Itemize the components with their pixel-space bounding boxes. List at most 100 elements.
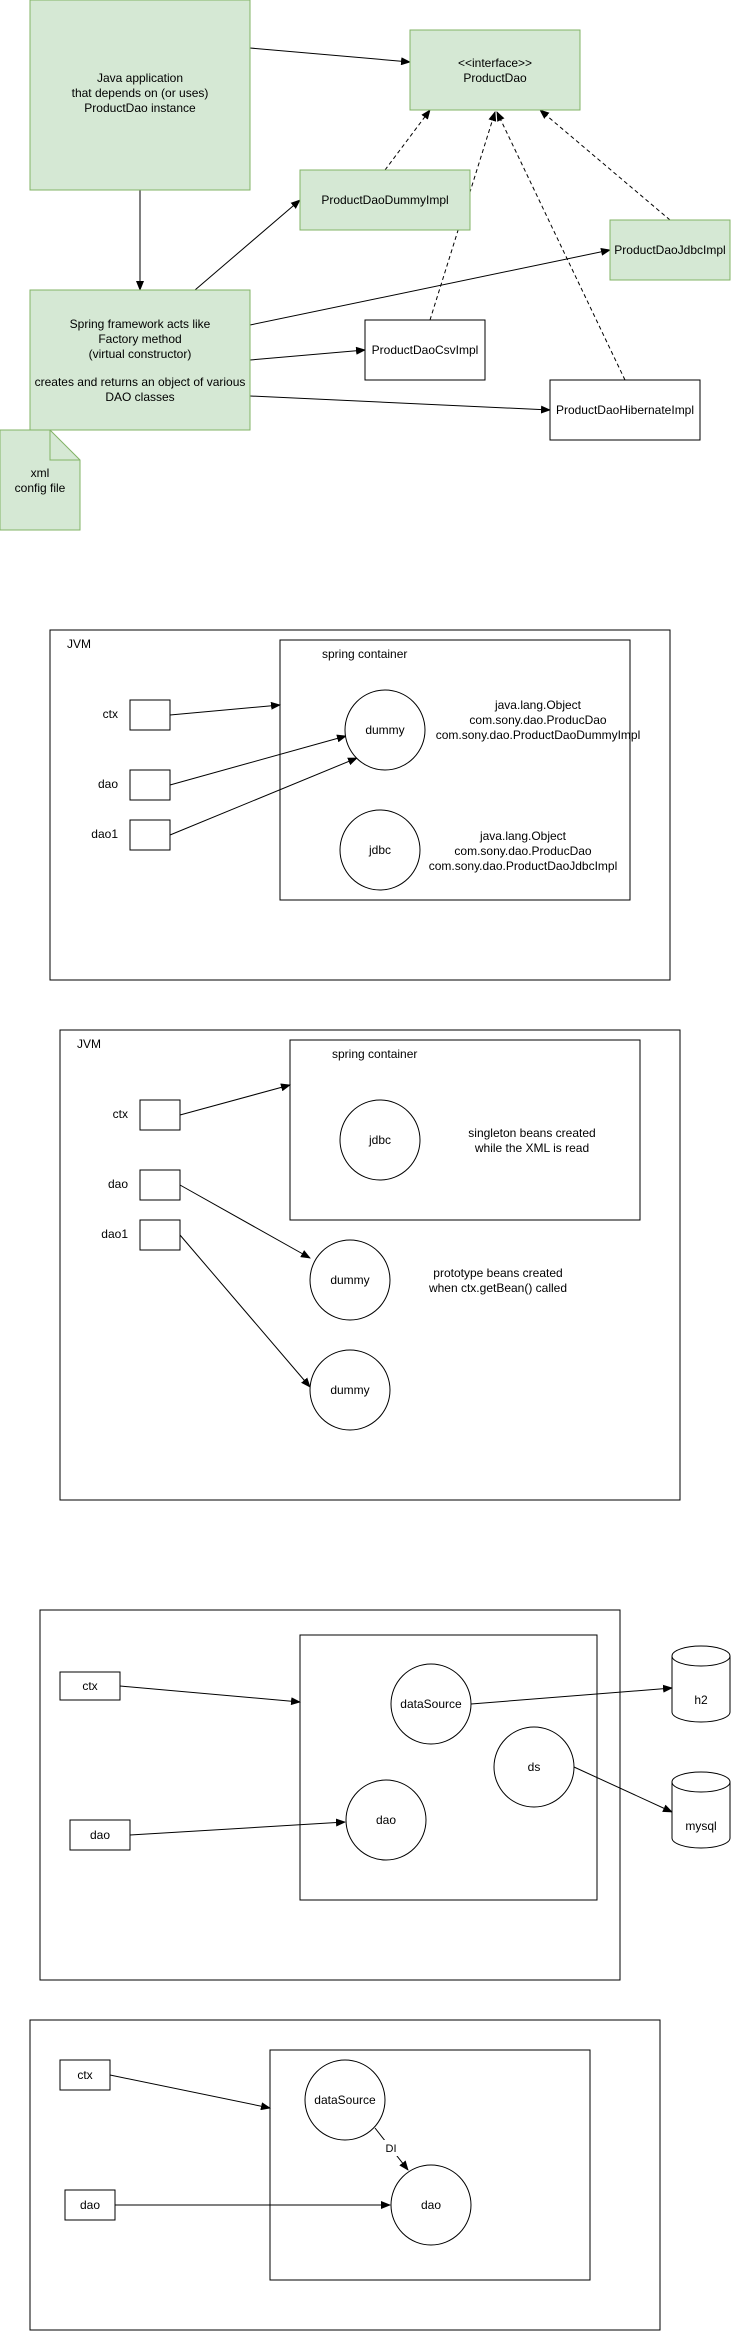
dao-bean-4 (345, 1779, 427, 1861)
spring-line-1: Spring framework acts like (70, 317, 211, 331)
dummy-prototype-bean-2 (309, 1349, 391, 1431)
spring-line-3: (virtual constructor) (89, 347, 192, 361)
dummy-impl-box (299, 169, 471, 231)
jdbc-impl-box (609, 219, 731, 281)
singleton-note-2: while the XML is read (474, 1141, 589, 1155)
dummy-prototype-label-2: dummy (330, 1383, 369, 1397)
dao1-ref-box (129, 819, 171, 851)
dummy-type-3: com.sony.dao.ProductDaoDummyImpl (436, 728, 641, 742)
dependency-injection-diagram: ctx dao dataSource dao DI (29, 2019, 661, 2331)
jdbc-type-3: com.sony.dao.ProductDaoJdbcImpl (429, 859, 618, 873)
xml-note-line-1: xml (31, 466, 50, 480)
arrow-dao-to-dao-bean-4 (129, 1818, 346, 1836)
dao-ref-box-2 (139, 1169, 181, 1201)
jvm-container-diagram: JVM spring container ctx dao dao1 dummy … (49, 629, 671, 981)
spring-line-2: Factory method (98, 332, 181, 346)
spring-line-5: DAO classes (105, 390, 174, 404)
mysql-label: mysql (685, 1819, 716, 1833)
jdbc-type-1: java.lang.Object (479, 829, 567, 843)
hibernate-impl-box (549, 379, 701, 441)
arrow-dao-to-dummy-2 (179, 1184, 311, 1259)
singleton-note-1: singleton beans created (468, 1126, 595, 1140)
hibernate-impl-label: ProductDaoHibernateImpl (556, 403, 694, 417)
realization-dummy (384, 109, 431, 171)
interface-name: ProductDao (463, 71, 527, 85)
product-dao-interface-box (409, 29, 581, 111)
dao-label-4: dao (90, 1828, 110, 1842)
dao-bean-label-4: dao (376, 1813, 396, 1827)
h2-label: h2 (694, 1693, 708, 1707)
prototype-note-2: when ctx.getBean() called (428, 1281, 567, 1295)
dao-label-5: dao (80, 2198, 100, 2212)
xml-note-fold (49, 430, 80, 461)
arrow-dao1-to-dummy (169, 757, 358, 836)
arrow-ds-to-mysql (573, 1766, 673, 1813)
datasource-bean-5 (304, 2059, 386, 2141)
java-app-line-2: that depends on (or uses) (72, 86, 209, 100)
prototype-note-1: prototype beans created (433, 1266, 562, 1280)
arrow-ctx-to-container (169, 701, 281, 716)
csv-impl-label: ProductDaoCsvImpl (372, 343, 479, 357)
xml-config-note (0, 429, 81, 531)
dao1-label-2: dao1 (101, 1227, 128, 1241)
dao-label-2: dao (108, 1177, 128, 1191)
dummy-prototype-bean-1 (309, 1239, 391, 1321)
dao1-ref-box-2 (139, 1219, 181, 1251)
jvm-label-2: JVM (77, 1037, 101, 1051)
dummy-type-1: java.lang.Object (494, 698, 582, 712)
jdbc-bean (339, 809, 421, 891)
ctx-ref-box-2 (139, 1099, 181, 1131)
dummy-bean-label: dummy (365, 723, 404, 737)
arrow-ctx-to-container-4 (119, 1685, 301, 1706)
spring-container-box (279, 639, 631, 901)
h2-database-top (671, 1645, 731, 1667)
realization-jdbc (539, 109, 671, 221)
spring-container-label-2: spring container (332, 1047, 417, 1061)
dao-bean-5 (390, 2164, 472, 2246)
arrow-dao-to-dummy (169, 734, 347, 786)
di-label-bg (379, 2140, 403, 2156)
jdbc-singleton-label: jdbc (368, 1133, 391, 1147)
spring-line-4: creates and returns an object of various (35, 375, 246, 389)
arrow-spring-to-hibernate (249, 395, 551, 414)
jdbc-singleton-bean (339, 1099, 421, 1181)
dao-label: dao (98, 777, 118, 791)
mysql-database-icon (671, 1782, 731, 1849)
java-app-box (29, 0, 251, 191)
h2-database-icon (671, 1656, 731, 1723)
xml-note-line-2: config file (15, 481, 66, 495)
arrow-spring-to-dummy (194, 199, 301, 291)
spring-factory-box (29, 289, 251, 431)
ctx-label-5: ctx (77, 2068, 92, 2082)
java-app-line-1: Java application (97, 71, 183, 85)
ctx-ref-box-4 (59, 1671, 121, 1701)
jvm-label: JVM (67, 637, 91, 651)
arrow-spring-to-jdbc (249, 247, 611, 326)
arrow-ctx-to-container-5 (109, 2074, 271, 2111)
interface-stereotype: <<interface>> (458, 56, 532, 70)
dao1-label: dao1 (91, 827, 118, 841)
ds-label-4: ds (528, 1760, 541, 1774)
di-label: DI (386, 2143, 397, 2155)
dao-ref-box-5 (64, 2189, 116, 2221)
dao-ref-box-4 (69, 1819, 131, 1851)
arrow-dao1-to-dummy2 (179, 1234, 311, 1388)
csv-impl-box (364, 319, 486, 381)
datasource-label-4: dataSource (400, 1697, 462, 1711)
jdbc-bean-label: jdbc (368, 843, 391, 857)
factory-diagram: Java application that depends on (or use… (0, 0, 731, 531)
spring-container-label: spring container (322, 647, 407, 661)
arrow-ctx-to-container-2 (179, 1083, 291, 1116)
ctx-label-4: ctx (82, 1679, 97, 1693)
arrow-app-to-interface (249, 47, 411, 66)
datasource-diagram: ctx dao dataSource ds dao h2 mysql (39, 1609, 731, 1981)
ctx-label: ctx (103, 707, 118, 721)
dummy-type-2: com.sony.dao.ProducDao (469, 713, 607, 727)
ctx-ref-box (129, 699, 171, 731)
ctx-label-2: ctx (113, 1107, 128, 1121)
dummy-prototype-label-1: dummy (330, 1273, 369, 1287)
dao-ref-box (129, 769, 171, 801)
ctx-ref-box-5 (59, 2059, 111, 2091)
jdbc-type-2: com.sony.dao.ProducDao (454, 844, 592, 858)
